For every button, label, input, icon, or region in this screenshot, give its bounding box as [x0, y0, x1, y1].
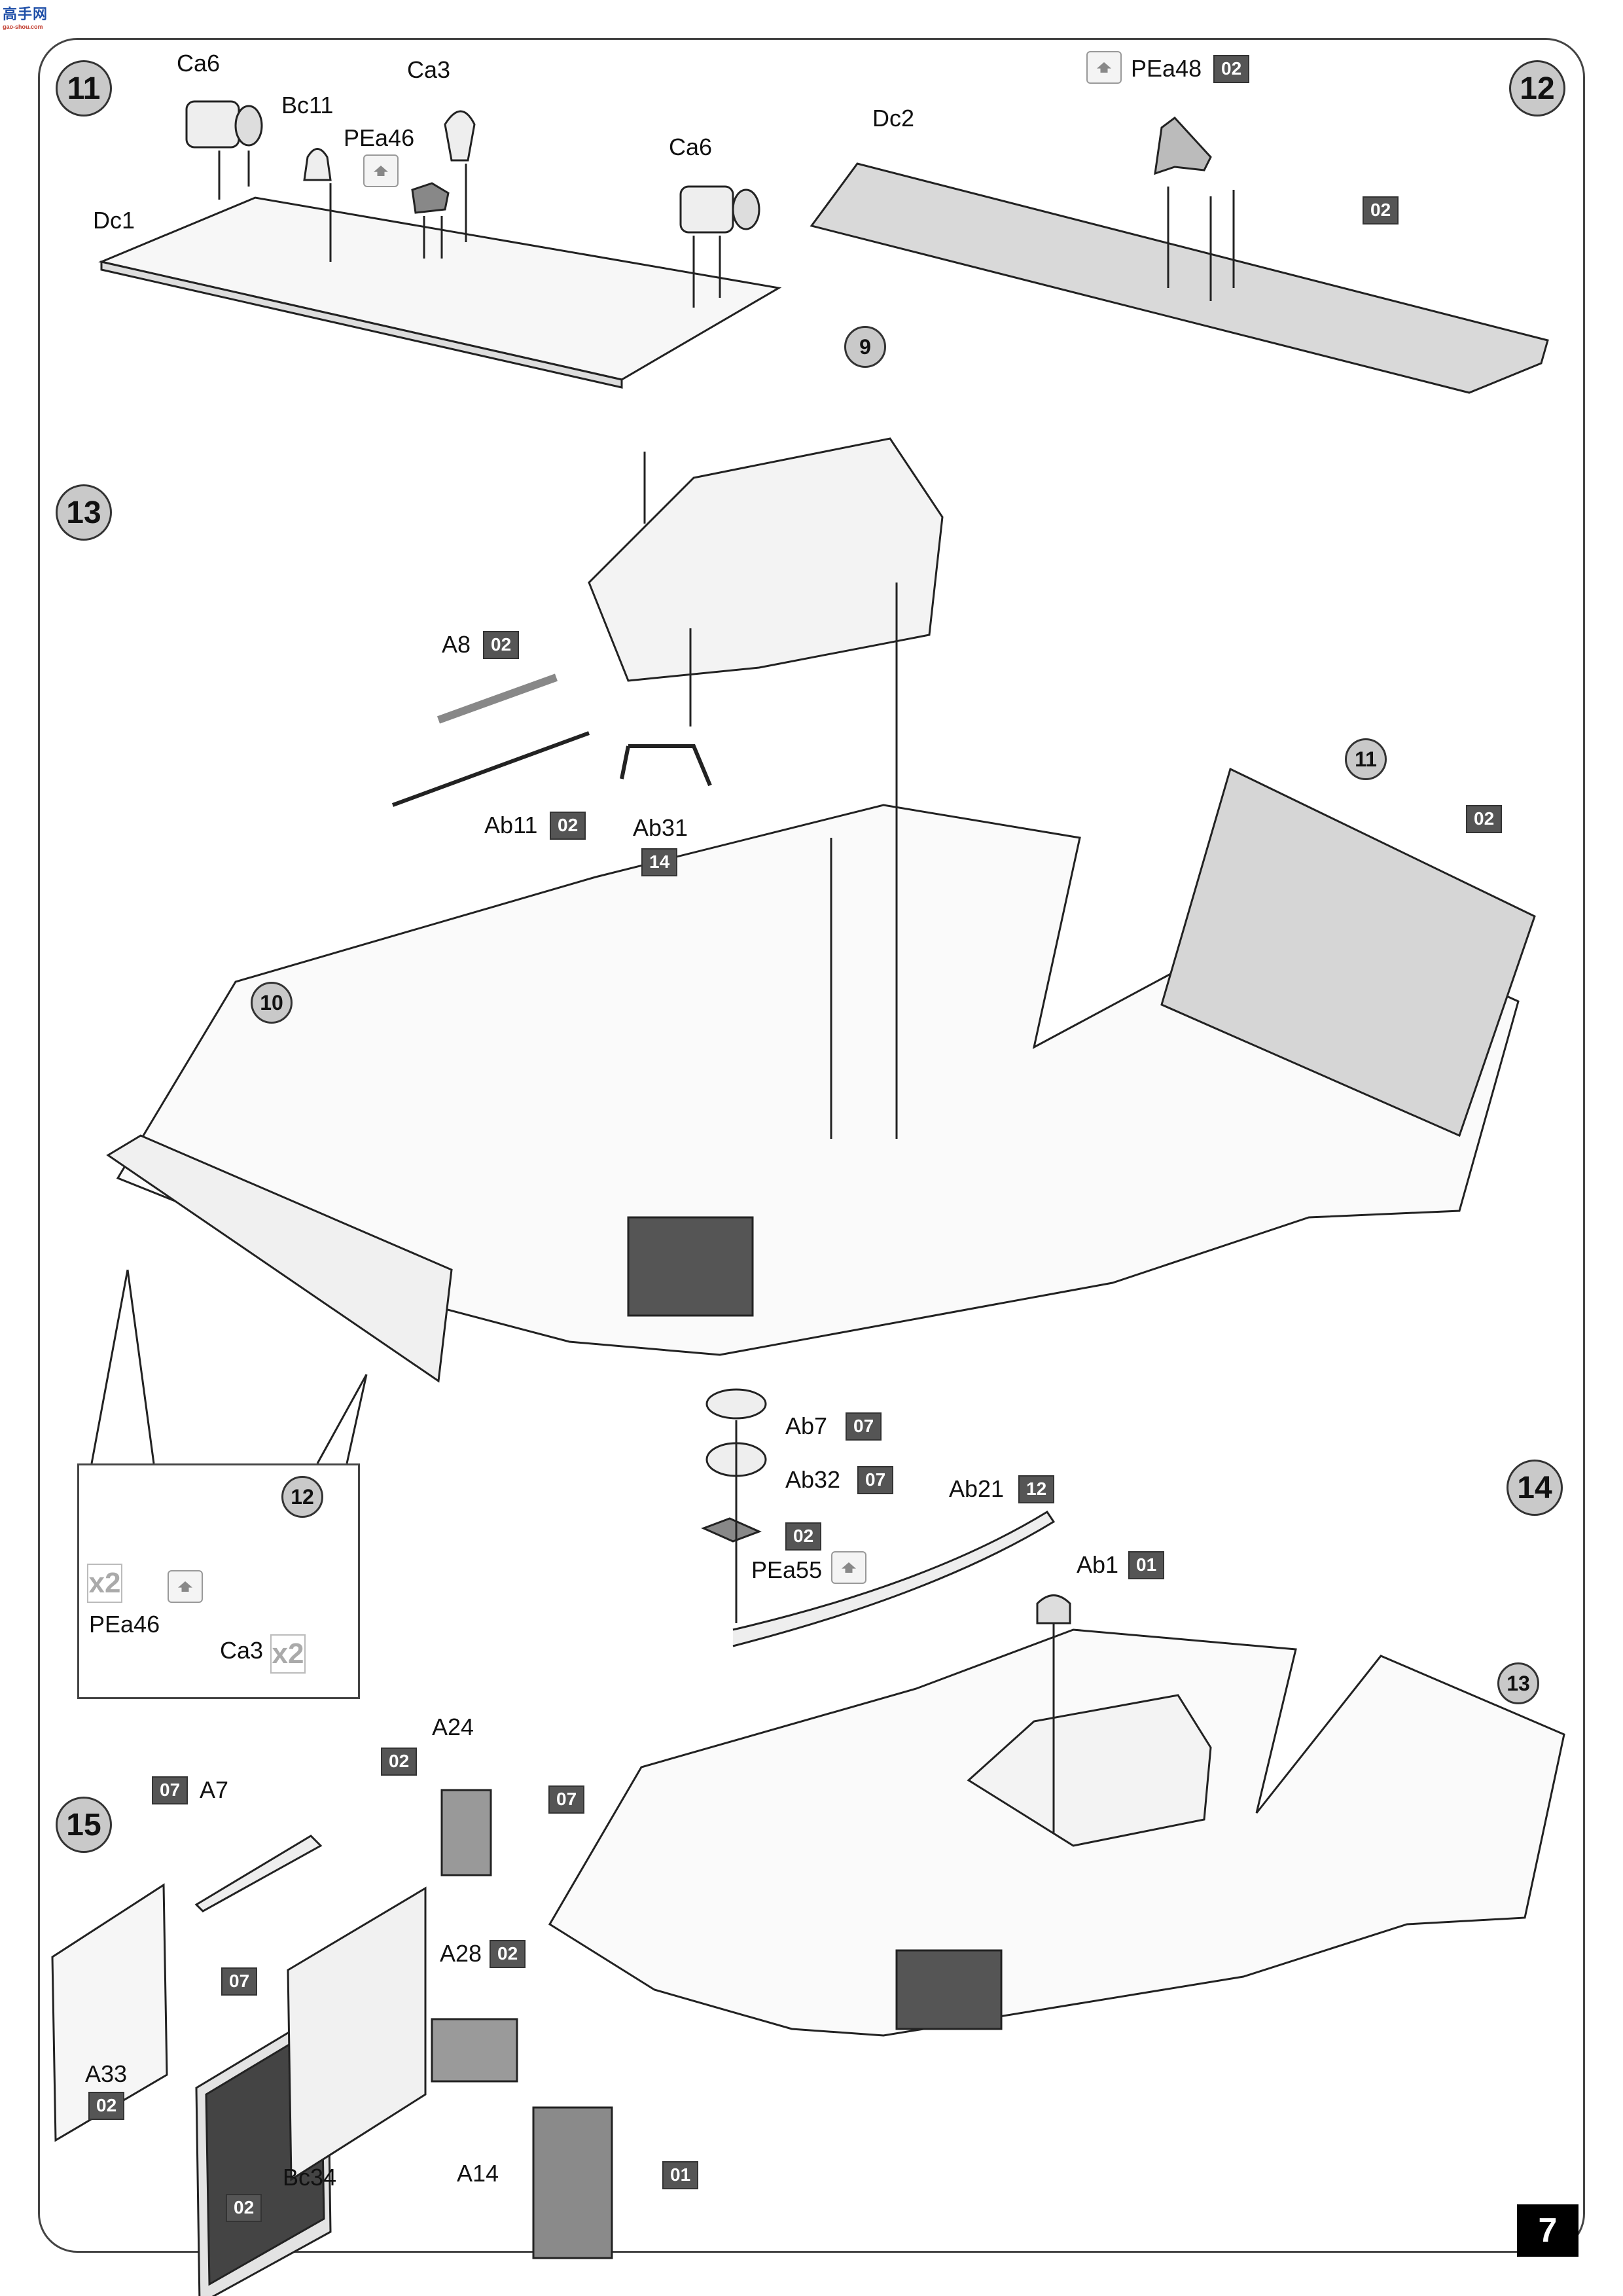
ca6-right-part	[679, 185, 734, 234]
ref-step-12-inset: 12	[281, 1476, 323, 1518]
label-a33: A33	[85, 2060, 128, 2087]
ab21-pipe	[732, 1510, 1056, 1647]
front-plate-13	[106, 1134, 453, 1383]
paint-code-ab1: 01	[1128, 1551, 1165, 1579]
paint-code-panel-12: 02	[1363, 196, 1399, 224]
label-pea46: PEa46	[344, 124, 415, 151]
engine-14	[967, 1694, 1212, 1847]
label-a24: A24	[432, 1713, 474, 1740]
page-number: 7	[1517, 2204, 1578, 2257]
ref-step-9: 9	[844, 326, 886, 368]
label-ca3: Ca3	[407, 56, 451, 83]
label-dc1: Dc1	[93, 207, 135, 234]
label-a14: A14	[457, 2160, 499, 2187]
paint-code-ab21: 12	[1018, 1475, 1055, 1503]
ca6-left-part	[185, 100, 240, 149]
label-ab11: Ab11	[484, 812, 538, 838]
label-dc2: Dc2	[872, 105, 915, 132]
label-inset-pea46: PEa46	[89, 1611, 160, 1638]
a7-part	[194, 1835, 323, 1912]
paint-code-a24: 02	[381, 1748, 418, 1776]
paint-code-a33: 02	[88, 2092, 125, 2120]
step-11-badge: 11	[56, 60, 112, 117]
paint-code-a8: 02	[483, 631, 520, 659]
ca3-part	[444, 110, 476, 162]
paint-code-a28: 02	[490, 1940, 526, 1968]
ref-step-13: 13	[1497, 1662, 1539, 1704]
a24-part	[440, 1789, 492, 1876]
label-ab1: Ab1	[1077, 1551, 1119, 1578]
step-13-badge: 13	[56, 484, 112, 541]
pea55-part	[701, 1517, 762, 1543]
photo-etch-icon	[831, 1551, 866, 1584]
paint-code-bc34-frame: 07	[221, 1967, 258, 1996]
paint-code-a7: 07	[152, 1776, 188, 1804]
ab11-shaft	[391, 731, 590, 807]
photo-etch-icon	[168, 1570, 203, 1603]
photo-etch-icon	[1086, 51, 1122, 84]
a33-part	[51, 1883, 168, 2142]
label-ab21: Ab21	[949, 1475, 1005, 1502]
battery-14	[895, 1949, 1003, 2030]
label-a28: A28	[440, 1940, 482, 1967]
label-bc11: Bc11	[281, 92, 334, 118]
ref-step-11: 11	[1345, 738, 1387, 780]
watermark-url: gao-shou.com	[3, 24, 43, 30]
qty-x2-pea46: x2	[87, 1564, 122, 1603]
pea46-part	[411, 182, 450, 214]
ab31-part	[620, 744, 712, 787]
label-ab32: Ab32	[785, 1466, 841, 1493]
paint-code-ab31: 14	[641, 848, 678, 876]
engine-9	[588, 437, 944, 682]
paint-code-ab32: 07	[857, 1466, 894, 1494]
paint-code-a24-ribs: 07	[548, 1785, 585, 1814]
label-ab7: Ab7	[785, 1412, 828, 1439]
label-ca6-right: Ca6	[669, 134, 713, 160]
paint-code-pea48: 02	[1213, 55, 1250, 83]
bc11-part	[303, 148, 332, 181]
dc2-panel	[810, 162, 1549, 394]
frame-15	[287, 1886, 427, 2181]
paint-code-panel-11: 02	[1466, 805, 1503, 833]
page-frame	[38, 38, 1585, 2253]
step-12-badge: 12	[1509, 60, 1565, 117]
paint-code-ab11: 02	[550, 812, 586, 840]
pea48-part	[1154, 116, 1212, 175]
a28-part	[431, 2018, 518, 2083]
label-ca6-left: Ca6	[177, 50, 221, 77]
photo-etch-icon	[363, 154, 399, 187]
qty-x2-ca3: x2	[270, 1634, 306, 1674]
watermark-logo: 高手网 gao-shou.com	[3, 3, 48, 30]
a14-part	[532, 2106, 613, 2259]
ab7-part	[705, 1388, 767, 1420]
paint-code-ab7: 07	[846, 1412, 882, 1441]
step-15-badge: 15	[56, 1797, 112, 1853]
step-14-badge: 14	[1507, 1460, 1563, 1516]
label-pea48: PEa48	[1131, 55, 1202, 82]
hull-13	[116, 804, 1520, 1356]
paint-code-bc34: 02	[226, 2194, 262, 2222]
ab1-part	[1036, 1594, 1071, 1624]
paint-code-a14: 01	[662, 2161, 699, 2189]
ref-step-10: 10	[251, 982, 293, 1024]
label-a8: A8	[442, 631, 471, 658]
battery-13	[627, 1216, 754, 1317]
panel-11-gray	[1160, 767, 1536, 1138]
watermark-brand: 高手网	[3, 6, 48, 22]
label-a7: A7	[200, 1776, 229, 1803]
label-inset-ca3: Ca3	[220, 1637, 264, 1664]
paint-code-pea55: 02	[785, 1522, 822, 1551]
a8-shaft	[437, 673, 558, 724]
label-pea55: PEa55	[751, 1556, 823, 1583]
label-ab31: Ab31	[633, 814, 688, 841]
detail-inset-12: x2 PEa46 Ca3 x2	[77, 1463, 360, 1699]
label-bc34: Bc34	[283, 2164, 337, 2191]
